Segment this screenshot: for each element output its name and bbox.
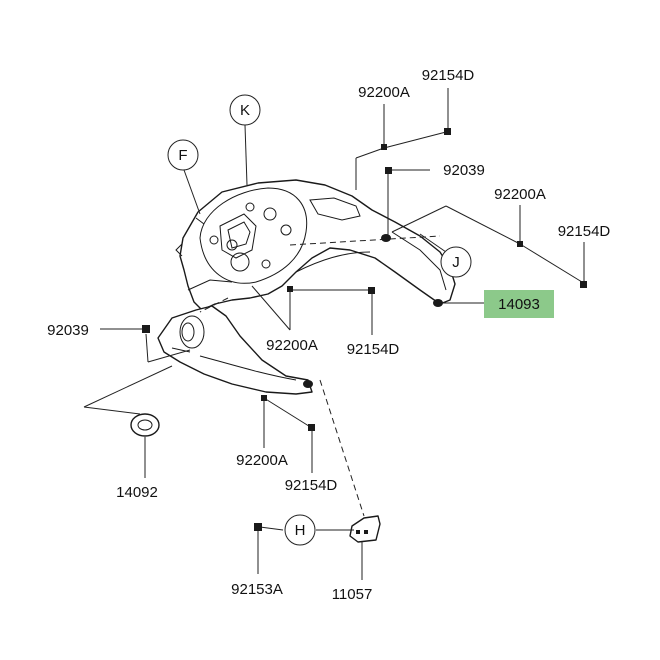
nut-92200A-top (381, 144, 387, 150)
ref-F-letter: F (178, 147, 187, 164)
leader-lines (83, 88, 585, 580)
inner-cowl-part (175, 179, 456, 311)
label-92200A-low[interactable]: 92200A (236, 452, 288, 469)
bolt-92039-top (385, 167, 392, 174)
label-92154D-mid[interactable]: 92154D (347, 341, 400, 358)
label-92200A-right[interactable]: 92200A (494, 186, 546, 203)
grommet-14092-part (130, 413, 160, 437)
grommet-14093-mark (433, 299, 443, 307)
nut-92200A-low (261, 395, 267, 401)
highlight-14093 (484, 290, 554, 318)
screw-92154D-low (308, 424, 315, 431)
grommet-lower-mark (303, 380, 313, 388)
screw-92154D-top (444, 128, 451, 135)
ref-K-letter: K (240, 102, 250, 119)
screw-92154D-mid (368, 287, 375, 294)
nut-92200A-right (517, 241, 523, 247)
ref-circle-H: H (284, 514, 316, 546)
bolt-92039-left (142, 325, 150, 333)
grommet-upper-mark (381, 234, 391, 242)
label-92154D-low[interactable]: 92154D (285, 477, 338, 494)
label-92200A-mid[interactable]: 92200A (266, 337, 318, 354)
label-92039-top[interactable]: 92039 (443, 162, 485, 179)
part-labels: 92154D 92200A 92039 92200A 92154D 14093 … (47, 67, 610, 603)
ref-H-letter: H (295, 522, 306, 539)
label-92153A[interactable]: 92153A (231, 581, 283, 598)
label-14093[interactable]: 14093 (498, 296, 540, 313)
label-92039-left[interactable]: 92039 (47, 322, 89, 339)
ref-circle-K: K (229, 94, 261, 126)
label-14092[interactable]: 14092 (116, 484, 158, 501)
assembly-dash-lines (199, 235, 441, 517)
ref-circle-J: J (440, 246, 472, 278)
bracket-11057-part (349, 515, 381, 543)
nut-92200A-mid (287, 286, 293, 292)
label-92154D-top[interactable]: 92154D (422, 67, 475, 84)
bolt-92153A (254, 523, 262, 531)
label-92200A-top[interactable]: 92200A (358, 84, 410, 101)
fasteners (142, 128, 587, 531)
ref-circle-F: F (167, 139, 199, 171)
screw-92154D-right (580, 281, 587, 288)
label-92154D-right[interactable]: 92154D (558, 223, 611, 240)
label-11057[interactable]: 11057 (332, 586, 373, 603)
ref-J-letter: J (452, 254, 460, 271)
